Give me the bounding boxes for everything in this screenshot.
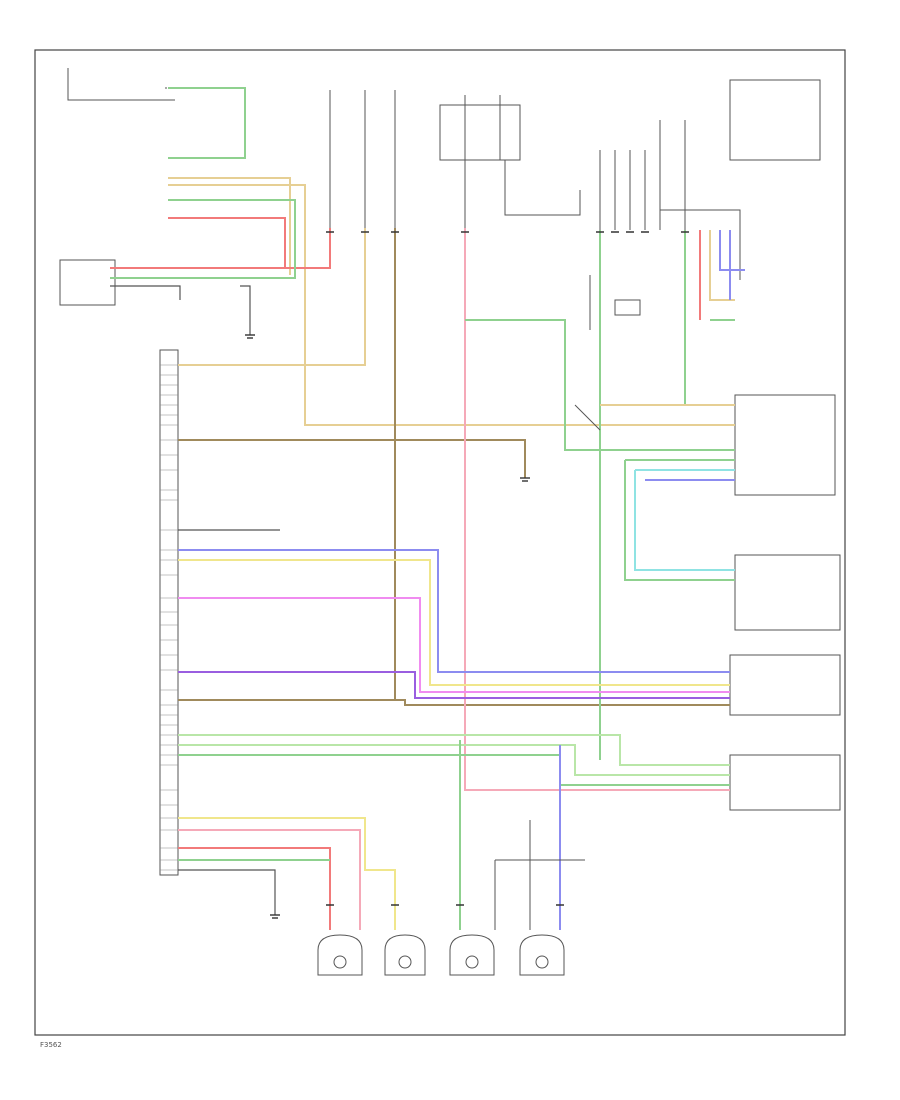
wire-tan-top-left (168, 177, 735, 426)
wires-upper-right-grey (504, 120, 741, 280)
right-module-lower (729, 654, 841, 716)
ground-icon (520, 477, 530, 482)
wire-red-vertical (464, 228, 730, 791)
wire-brown-ecu (178, 228, 730, 706)
wire-green-left-module (110, 199, 296, 279)
sensor-rear-right (519, 934, 565, 976)
diagram-frame (34, 49, 846, 1036)
wires-upper-right-verticals (599, 230, 686, 760)
sensor-icon (465, 955, 479, 969)
wire-red-power (110, 217, 331, 269)
wire-black-left-module (110, 285, 251, 335)
sensor-icon (535, 955, 549, 969)
mid-right-connector (574, 275, 641, 431)
top-right-module (729, 79, 821, 161)
fuse-feeds-top (329, 90, 501, 228)
sensor-front-right (384, 934, 426, 976)
wire-green-top (168, 87, 246, 159)
wheel-speed-sensors (317, 934, 565, 976)
wire-green-mid-right (465, 319, 735, 451)
ground-icon (245, 334, 255, 339)
sensor-icon (398, 955, 412, 969)
ground-symbols (245, 334, 530, 919)
top-left-module-bracket (67, 68, 175, 101)
right-module-middle (734, 554, 841, 631)
wires-right-module-top-inputs (624, 459, 735, 581)
ecu-connector-block (159, 349, 179, 876)
top-relay-box (439, 104, 521, 161)
wires-ecu-lower-green (178, 734, 730, 786)
wire-tan-ecu-upper (178, 228, 366, 366)
ecu-pin-ticks (160, 364, 178, 871)
wires-network-bus (178, 549, 730, 699)
wire-black-ecu-ground (178, 869, 276, 915)
sensor-icon (333, 955, 347, 969)
left-small-module (59, 259, 116, 306)
right-module-bottom (729, 754, 841, 811)
wires-right-module-feed (699, 230, 745, 321)
wires-ecu-sensor-feeds (178, 740, 585, 930)
sensor-rear-left (449, 934, 495, 976)
footer-code: F3562 (40, 1041, 62, 1049)
right-module-top (734, 394, 836, 496)
sensor-front-left (317, 934, 363, 976)
connector-marks (326, 231, 689, 906)
ground-icon (270, 914, 280, 919)
